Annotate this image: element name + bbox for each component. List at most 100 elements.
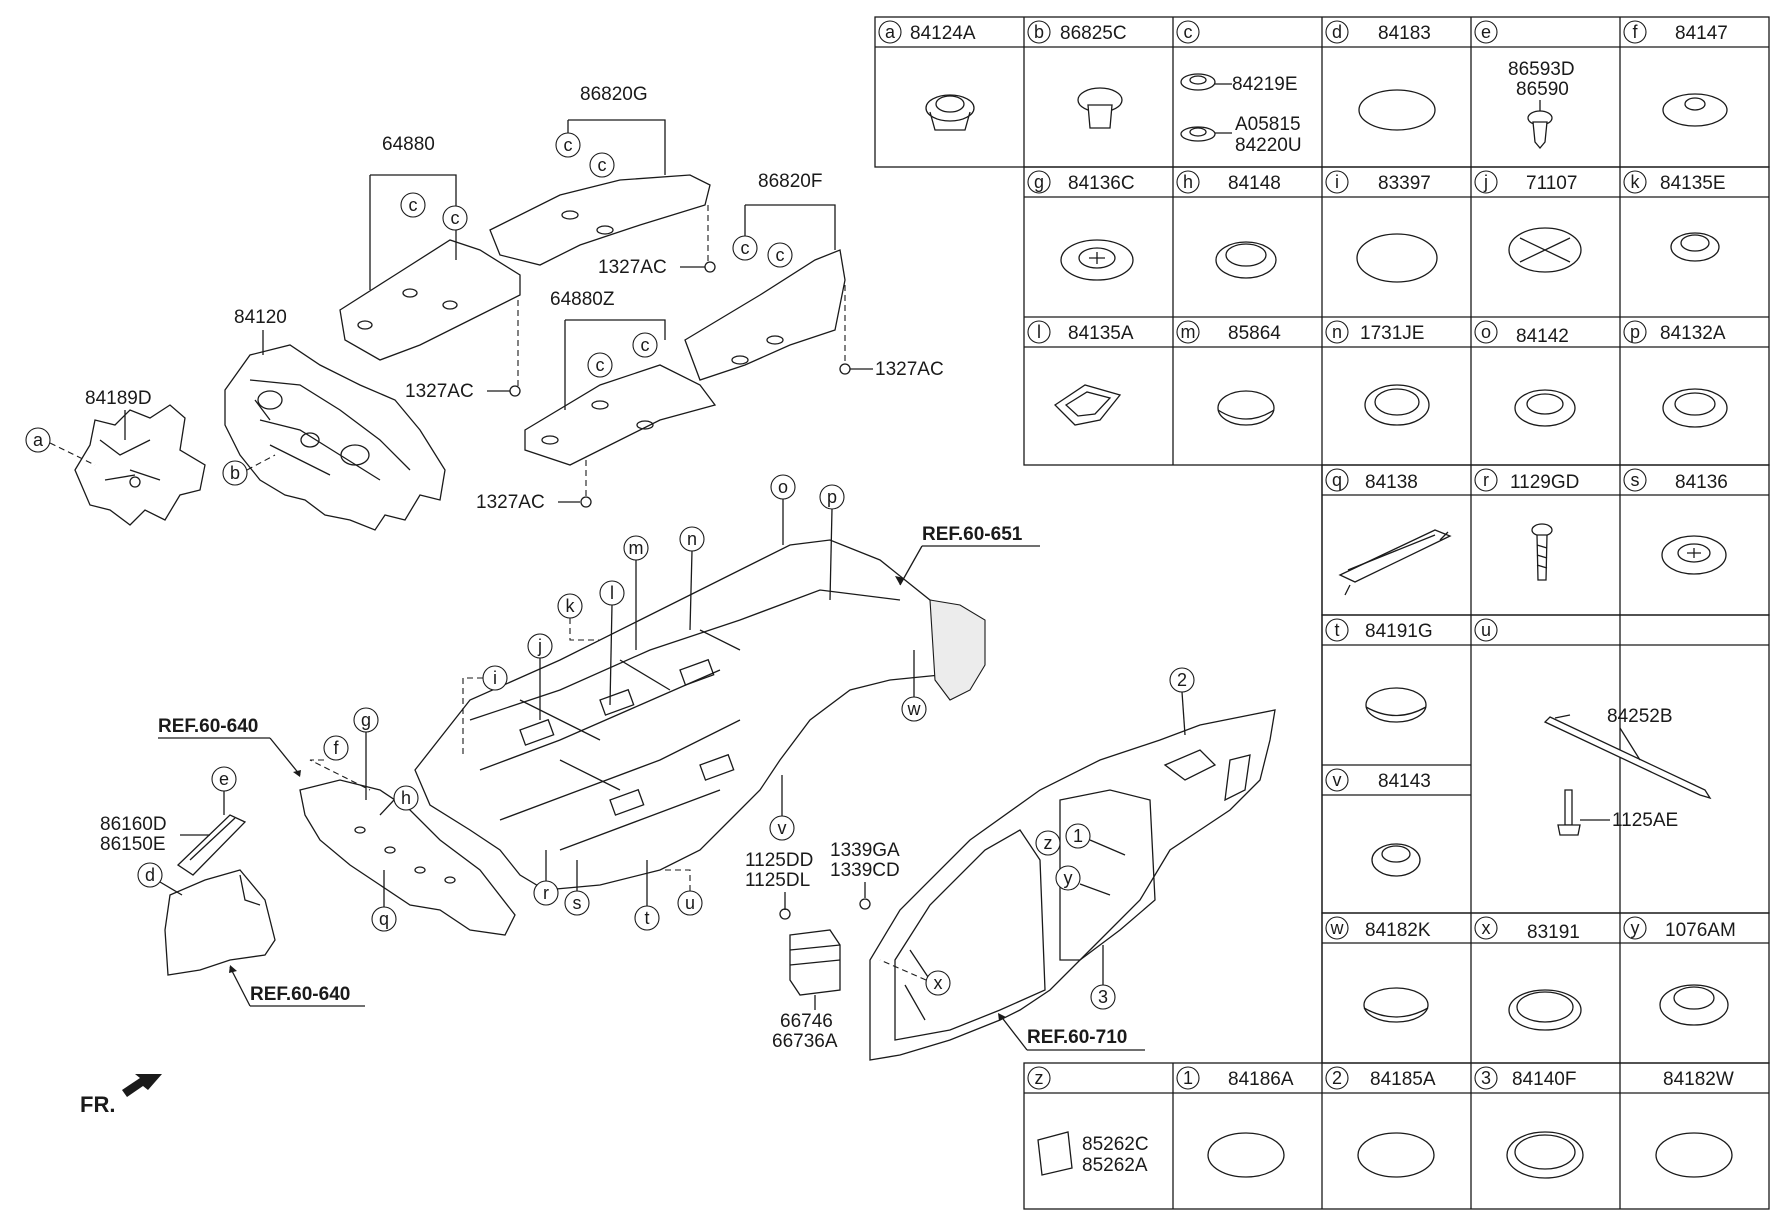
trim-86160d <box>176 814 247 876</box>
cell-e: e 86593D 86590 <box>1474 20 1575 150</box>
svg-text:84140F: 84140F <box>1512 1069 1576 1090</box>
svg-text:84182W: 84182W <box>1663 1069 1734 1090</box>
svg-text:u: u <box>1481 620 1491 640</box>
cell-m: m 85864 <box>1176 320 1281 426</box>
parts-table-grid <box>874 16 1770 1210</box>
svg-text:c: c <box>641 335 650 355</box>
svg-text:w: w <box>1330 918 1345 938</box>
svg-text:85864: 85864 <box>1228 323 1281 344</box>
svg-text:d: d <box>1332 22 1342 42</box>
callout-h: h <box>401 788 411 808</box>
svg-text:86825C: 86825C <box>1060 23 1127 44</box>
cell-q: q 84138 <box>1325 468 1452 596</box>
cell-p: p 84132A <box>1623 320 1728 428</box>
svg-text:s: s <box>573 893 582 913</box>
svg-text:84186A: 84186A <box>1228 1069 1294 1090</box>
cell-i: i 83397 <box>1325 170 1438 283</box>
svg-text:l: l <box>610 583 614 603</box>
ref-60-640-b: REF.60-640 <box>250 984 350 1005</box>
svg-text:84182K: 84182K <box>1365 920 1431 941</box>
svg-text:i: i <box>493 668 497 688</box>
svg-text:1731JE: 1731JE <box>1360 323 1424 344</box>
svg-text:n: n <box>687 529 697 549</box>
svg-text:p: p <box>827 487 837 507</box>
floor-pad-64880 <box>339 239 521 361</box>
svg-text:84124A: 84124A <box>910 23 976 44</box>
svg-text:84142: 84142 <box>1516 326 1569 347</box>
svg-text:h: h <box>1183 172 1193 192</box>
svg-text:o: o <box>778 477 788 497</box>
cell-v: v 84143 <box>1325 768 1431 877</box>
svg-text:x: x <box>1482 918 1491 938</box>
svg-text:o: o <box>1481 322 1491 342</box>
cell-y: y 1076AM <box>1623 916 1736 1026</box>
svg-text:1125AE: 1125AE <box>1612 810 1678 831</box>
svg-text:84252B: 84252B <box>1607 706 1673 727</box>
label-86160d: 86160D <box>100 814 167 835</box>
label-1327ac-2: 1327AC <box>405 381 474 402</box>
label-86820g: 86820G <box>580 84 648 105</box>
svg-text:2: 2 <box>1332 1068 1342 1088</box>
svg-text:m: m <box>1181 322 1196 342</box>
svg-text:r: r <box>1483 470 1489 490</box>
svg-text:r: r <box>543 883 549 903</box>
cell-k: k 84135E <box>1623 170 1726 262</box>
callout-3: 3 <box>1098 987 1108 1007</box>
svg-text:c: c <box>596 355 605 375</box>
svg-text:c: c <box>1184 22 1193 42</box>
svg-text:i: i <box>1335 172 1339 192</box>
label-84189d: 84189D <box>85 388 152 409</box>
svg-text:s: s <box>1631 470 1640 490</box>
cell-d: d 84183 <box>1325 20 1436 131</box>
ref-60-651: REF.60-651 <box>922 524 1023 545</box>
svg-text:v: v <box>1333 770 1342 790</box>
callout-e: e <box>219 769 229 789</box>
front-label: FR. <box>80 1092 115 1117</box>
floor-pad-86820g <box>489 174 711 266</box>
callout-x: x <box>934 973 943 993</box>
svg-text:g: g <box>1034 172 1044 192</box>
cell-3: 3 84140F <box>1474 1066 1584 1179</box>
cell-w: w 84182K <box>1325 916 1431 1023</box>
callout-a: a <box>33 430 44 450</box>
svg-text:l: l <box>1037 322 1041 342</box>
cell-a: a 84124A <box>878 20 976 131</box>
svg-text:84191G: 84191G <box>1365 621 1433 642</box>
svg-text:1076AM: 1076AM <box>1665 920 1736 941</box>
jack-pad-66746 <box>789 929 841 996</box>
callout-1: 1 <box>1073 826 1083 846</box>
svg-text:y: y <box>1631 918 1640 938</box>
svg-text:c: c <box>451 208 460 228</box>
label-1339ga: 1339GA <box>830 840 900 861</box>
svg-text:84147: 84147 <box>1675 23 1728 44</box>
svg-text:1: 1 <box>1183 1068 1193 1088</box>
svg-text:m: m <box>629 538 644 558</box>
label-86820f: 86820F <box>758 171 822 192</box>
cell-f: f 84147 <box>1623 20 1728 127</box>
dash-insulator-84189d <box>74 404 206 526</box>
dash-panel-84120 <box>224 344 446 531</box>
callouts-c: c c c c c c c c <box>400 132 793 378</box>
svg-text:e: e <box>1481 22 1491 42</box>
svg-text:c: c <box>409 195 418 215</box>
svg-text:k: k <box>1631 172 1641 192</box>
svg-text:3: 3 <box>1481 1068 1491 1088</box>
cell-o: o 84142 <box>1474 320 1576 427</box>
svg-text:84138: 84138 <box>1365 472 1418 493</box>
svg-text:84143: 84143 <box>1378 771 1431 792</box>
cell-t: t 84191G <box>1325 618 1433 723</box>
svg-text:j: j <box>1483 172 1488 192</box>
svg-text:86590: 86590 <box>1516 79 1569 100</box>
callout-y: y <box>1064 868 1073 888</box>
label-86150e: 86150E <box>100 834 166 855</box>
cell-l: l 84135A <box>1027 320 1134 426</box>
svg-text:n: n <box>1332 322 1342 342</box>
svg-text:c: c <box>598 155 607 175</box>
cell-u: u 84252B 1125AE <box>1474 618 1712 836</box>
ref-60-640-a: REF.60-640 <box>158 716 258 737</box>
cell-g: g 84136C <box>1027 170 1135 281</box>
svg-text:84132A: 84132A <box>1660 323 1726 344</box>
callout-d: d <box>145 865 155 885</box>
svg-text:k: k <box>566 596 576 616</box>
svg-text:t: t <box>1334 620 1339 640</box>
